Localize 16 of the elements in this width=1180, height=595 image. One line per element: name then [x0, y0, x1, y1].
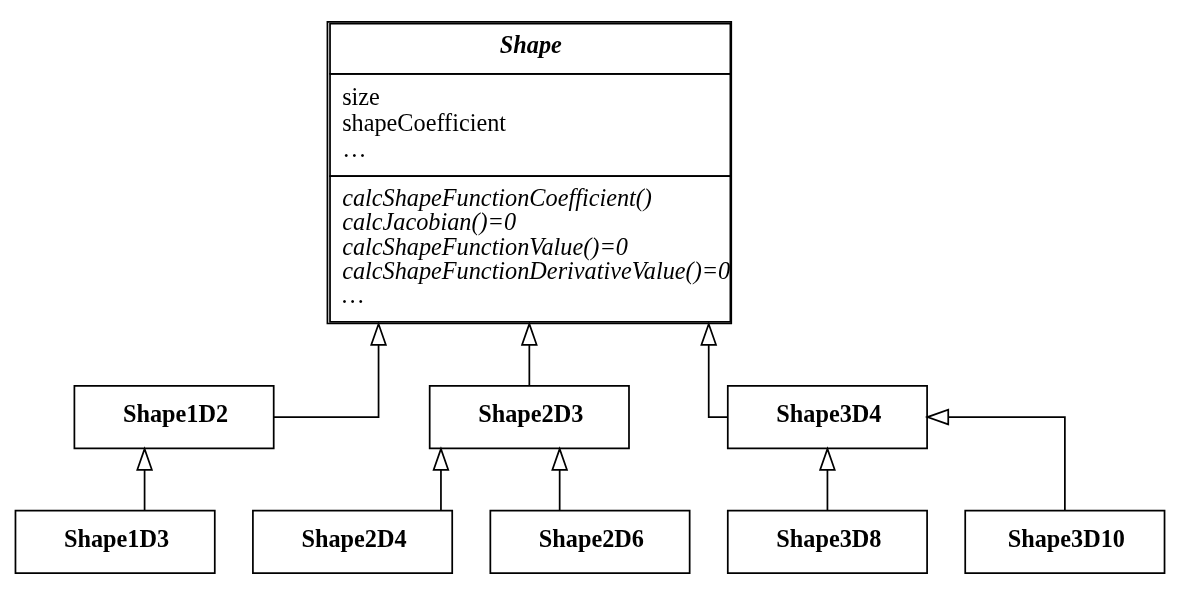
- arrow: [924, 408, 1066, 512]
- node-box: Shape2D6: [489, 509, 691, 574]
- node-box: Shape3D8: [726, 509, 928, 574]
- arrow: [818, 446, 836, 512]
- arrow: [136, 446, 154, 512]
- node-box: Shape3D4: [726, 385, 928, 450]
- arrow: [551, 446, 569, 512]
- arrow: [432, 446, 450, 512]
- arrow: [520, 321, 538, 387]
- node-box: Shape1D2: [73, 385, 275, 450]
- node-box: Shape2D4: [252, 509, 454, 574]
- node-box: Shape1D3: [14, 509, 216, 574]
- node-box: Shape2D3: [428, 385, 630, 450]
- arrow: [700, 321, 729, 418]
- node-box: Shape3D10: [964, 509, 1166, 574]
- arrow: [273, 321, 388, 418]
